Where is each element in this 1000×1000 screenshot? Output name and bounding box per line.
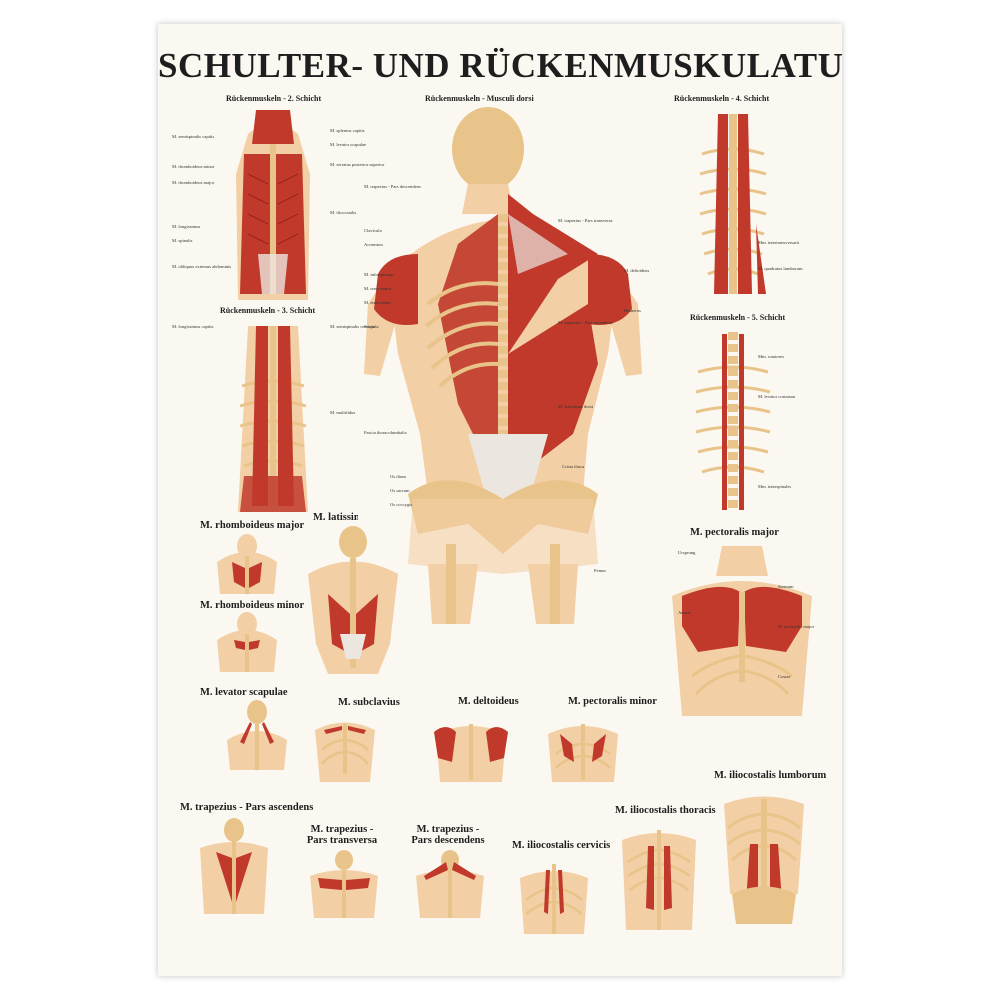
panel-title-trapezius-descendens-2: Pars descendens xyxy=(411,835,485,846)
label-teres-major: M. teres major xyxy=(364,300,391,305)
panel-title-ruecken-3: Rückenmuskeln - 3. Schicht xyxy=(220,306,316,315)
label-ursprung: Ursprung xyxy=(678,550,696,555)
figure-pectoralis-minor xyxy=(538,710,628,782)
label-humerus: Humerus xyxy=(624,308,641,313)
figure-rhomboideus-major xyxy=(212,532,282,594)
figure-musculi-dorsi xyxy=(358,104,648,624)
figure-latissimus-dorsi xyxy=(298,524,408,674)
label-pectoralis-major: M. pectoralis major xyxy=(778,624,815,629)
panel-title-rhomboideus-minor: M. rhomboideus minor xyxy=(200,600,305,611)
poster: SCHULTER- UND RÜCKENMUSKULATUR Rückenmus… xyxy=(158,24,842,976)
panel-title-iliocostalis-cervicis: M. iliocostalis cervicis xyxy=(512,840,611,851)
panel-title-iliocostalis-thoracis: M. iliocostalis thoracis xyxy=(615,805,716,816)
panel-title-trapezius-transversa-2: Pars transversa xyxy=(306,835,378,846)
figure-ruecken-5 xyxy=(678,322,788,518)
label-semispinalis-cervicis: M. semispinalis cervicis xyxy=(330,324,375,329)
label-quadratus-lumborum: M. quadratus lumborum xyxy=(758,266,803,271)
label-teres-minor: M. teres minor xyxy=(364,286,392,291)
figure-trapezius-transversa xyxy=(304,850,384,918)
label-ansatz: Ansatz xyxy=(678,610,691,615)
figure-trapezius-descendens xyxy=(410,850,490,918)
figure-subclavius xyxy=(310,710,380,782)
label-splenius-capitis: M. splenius capitis xyxy=(330,128,365,133)
label-longissimus-capitis: M. longissimus capitis xyxy=(172,324,214,329)
figure-ruecken-3 xyxy=(218,316,328,512)
label-costae: Costae xyxy=(778,674,791,679)
label-os-sacrum: Os sacrum xyxy=(390,488,410,493)
figure-levator-scapulae xyxy=(222,700,292,770)
label-crista-iliaca: Crista iliaca xyxy=(562,464,585,469)
panel-title-rhomboideus-major: M. rhomboideus major xyxy=(200,520,305,531)
label-levator-costarum: M. levator costarum xyxy=(758,394,796,399)
panel-title-ruecken-2: Rückenmuskeln - 2. Schicht xyxy=(226,94,322,103)
label-os-coccygis: Os coccygis xyxy=(390,502,413,507)
figure-deltoideus xyxy=(426,710,516,782)
label-intertransversarii: Mm. intertransversarii xyxy=(758,240,800,245)
label-latissimus-dorsi: M. latissimus dorsi xyxy=(558,404,594,409)
label-acromion: Acromion xyxy=(364,242,383,247)
label-femur: Femur xyxy=(594,568,606,573)
figure-rhomboideus-minor xyxy=(212,612,282,672)
panel-title-trapezius-transversa-1: M. trapezius - xyxy=(310,824,374,835)
panel-title-trapezius-descendens-1: M. trapezius - xyxy=(416,824,480,835)
label-os-ilium: Os ilium xyxy=(390,474,406,479)
figure-iliocostalis-cervicis xyxy=(514,854,594,934)
label-rhomboideus-minor: M. rhomboideus minor xyxy=(172,164,215,169)
panel-title-musculi-dorsi: Rückenmuskeln - Musculi dorsi xyxy=(425,94,534,103)
label-rotatores: Mm. rotatores xyxy=(758,354,785,359)
label-longissimus: M. longissimus xyxy=(172,224,201,229)
panel-title-subclavius: M. subclavius xyxy=(338,697,400,708)
panel-title-latissimus-dorsi: M. latissimus dorsi xyxy=(313,512,398,523)
label-trapezius-descendens: M. trapezius - Pars descendens xyxy=(364,184,421,189)
figure-ruecken-2 xyxy=(218,104,328,300)
label-levator-scapulae: M. levator scapulae xyxy=(330,142,367,147)
figure-ruecken-4 xyxy=(678,104,788,304)
label-iliocostalis: M. iliocostalis xyxy=(330,210,357,215)
label-deltoideus: M. deltoideus xyxy=(624,268,650,273)
poster-title: SCHULTER- UND RÜCKENMUSKULATUR xyxy=(158,46,842,85)
figure-iliocostalis-lumborum xyxy=(714,784,814,934)
label-serratus-posterior: M. serratus posterior superior xyxy=(330,162,385,167)
label-multifidus: M. multifidus xyxy=(330,410,356,415)
label-obliquus-externus: M. obliquus externus abdominis xyxy=(172,264,232,269)
label-clavicula: Clavicula xyxy=(364,228,382,233)
label-infraspinatus: M. infraspinatus xyxy=(364,272,395,277)
label-spinalis: M. spinalis xyxy=(172,238,193,243)
label-semispinalis-capitis: M. semispinalis capitis xyxy=(172,134,215,139)
label-trapezius-ascendens: M. trapezius - Pars ascendens xyxy=(558,320,613,325)
label-trapezius-transversa: M. trapezius - Pars transversa xyxy=(558,218,613,223)
label-sternum: Sternum xyxy=(778,584,794,589)
panel-title-iliocostalis-lumborum: M. iliocostalis lumborum xyxy=(714,770,827,781)
panel-title-ruecken-5: Rückenmuskeln - 5. Schicht xyxy=(690,313,786,322)
figure-iliocostalis-thoracis xyxy=(614,820,704,930)
label-rhomboideus-major: M. rhomboideus major xyxy=(172,180,215,185)
figure-trapezius-ascendens xyxy=(194,818,274,914)
panel-title-levator-scapulae: M. levator scapulae xyxy=(200,687,288,698)
panel-title-pectoralis-major: M. pectoralis major xyxy=(690,527,779,538)
panel-title-ruecken-4: Rückenmuskeln - 4. Schicht xyxy=(674,94,770,103)
panel-title-deltoideus: M. deltoideus xyxy=(458,696,519,707)
label-scapula: Scapula xyxy=(364,324,379,329)
figure-pectoralis-major xyxy=(662,536,822,716)
panel-title-trapezius-ascendens: M. trapezius - Pars ascendens xyxy=(180,802,314,813)
label-fascia-thoracolumbalis: Fascia thoracolumbalis xyxy=(364,430,407,435)
label-interspinales: Mm. interspinales xyxy=(758,484,792,489)
panel-title-pectoralis-minor: M. pectoralis minor xyxy=(568,696,657,707)
